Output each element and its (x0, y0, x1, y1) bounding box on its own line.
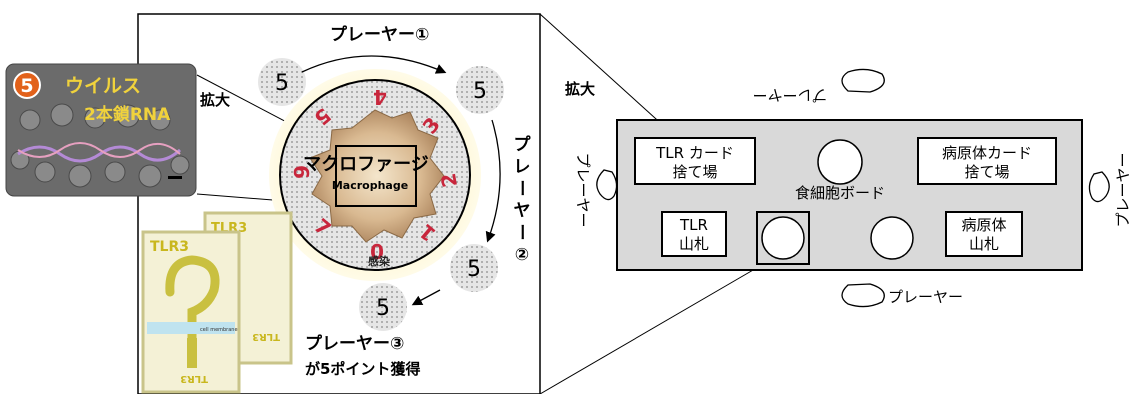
score-token-2[interactable]: 5 (456, 66, 504, 114)
svg-text:プレーヤー: プレーヤー (888, 288, 963, 306)
phagocyte-slot-left[interactable] (761, 216, 805, 260)
phagocyte-board-label: 食細胞ボード (795, 184, 885, 202)
svg-text:5: 5 (473, 79, 487, 104)
svg-text:捨て場: 捨て場 (672, 163, 717, 181)
svg-text:プレーヤー: プレーヤー (574, 152, 592, 227)
svg-text:ヤ: ヤ (514, 201, 531, 221)
svg-text:捨て場: 捨て場 (964, 163, 1009, 181)
svg-text:TLR カード: TLR カード (655, 144, 734, 162)
zoom-box-left (335, 145, 417, 207)
player3-label-line2: が5ポイント獲得 (305, 360, 420, 378)
score-token-4[interactable]: 5 (359, 283, 407, 331)
svg-text:5: 5 (376, 296, 390, 321)
bottom-player: プレーヤー (841, 283, 963, 308)
tlr3-card-front[interactable]: TLR3 cell membrane TLR3 (141, 230, 241, 394)
svg-text:山札: 山札 (969, 235, 999, 253)
zoom-connector-bottom (539, 265, 761, 394)
top-player: プレーヤー (752, 68, 885, 104)
svg-text:TLR3: TLR3 (150, 239, 189, 255)
dial-number-0: 0 (370, 239, 384, 263)
tlr-discard-pile[interactable]: TLR カード 捨て場 (634, 137, 756, 185)
svg-text:TLR: TLR (679, 216, 708, 234)
phagocyte-slot-top[interactable] (817, 139, 863, 185)
arrow-player1 (301, 55, 447, 74)
svg-text:cell membrane: cell membrane (200, 327, 238, 333)
svg-text:②: ② (515, 245, 529, 265)
pathogen-discard-pile[interactable]: 病原体カード 捨て場 (917, 137, 1057, 185)
bottom-player-marker-icon (841, 283, 885, 308)
dial-number-4: 4 (373, 85, 387, 109)
left-player-marker-icon (596, 169, 618, 201)
svg-text:ー: ー (511, 180, 531, 197)
arrow-player2 (485, 119, 501, 243)
right-player-marker-icon (1088, 171, 1110, 203)
svg-text:レ: レ (514, 157, 531, 177)
tlr-receptor-icon (165, 255, 220, 343)
zoom-box-right (756, 211, 810, 265)
cell-membrane (147, 322, 235, 334)
player3-label-line1: プレーヤー③ (305, 333, 404, 354)
top-player-marker-icon (841, 68, 885, 93)
left-player: プレーヤー (574, 152, 618, 228)
virus-card-badge (13, 71, 41, 99)
player1-label: プレーヤー① (330, 24, 429, 45)
right-panel: 拡大 プレーヤー プレーヤー プレーヤー プレーヤー TLR カード 捨て場 病… (565, 68, 1132, 308)
arrow-player3 (411, 289, 441, 306)
macrophage-body (309, 109, 445, 243)
phagocyte-slot-right[interactable] (870, 216, 914, 260)
tlr-deck[interactable]: TLR 山札 (661, 211, 727, 257)
virus-card[interactable]: 5 ウイルス 2本鎖RNA (5, 63, 197, 197)
score-token-1[interactable]: 5 (258, 58, 306, 106)
macrophage-jp-label: マクロファージ (303, 154, 429, 175)
player2-label: プ レ ー ヤ ー ② (511, 134, 532, 265)
svg-text:TLR3: TLR3 (252, 331, 280, 342)
svg-text:病原体カード: 病原体カード (942, 144, 1032, 162)
zoom-label-right: 拡大 (565, 80, 595, 98)
pathogen-deck[interactable]: 病原体 山札 (945, 211, 1023, 257)
virus-card-line2: 2本鎖RNA (84, 104, 171, 125)
virus-card-number: 5 (20, 75, 33, 97)
virus-card-line1: ウイルス (65, 75, 141, 97)
svg-text:プ: プ (514, 134, 532, 155)
score-token-3[interactable]: 5 (450, 244, 498, 292)
svg-text:山札: 山札 (679, 235, 709, 253)
macrophage-en-label: Macrophage (332, 179, 408, 192)
svg-text:5: 5 (467, 257, 481, 282)
dial-bottom-label: 感染 (368, 254, 391, 268)
dial-number-6: 6 (289, 165, 313, 179)
svg-text:TLR3: TLR3 (180, 373, 208, 384)
svg-text:プレーヤー: プレーヤー (752, 86, 827, 104)
svg-text:ー: ー (511, 224, 531, 241)
left-panel: 拡大 0 1 2 3 4 5 6 7 感染 マクロファージ Macrophage… (5, 13, 541, 394)
zoom-label-left: 拡大 (200, 91, 230, 109)
svg-text:プレーヤー: プレーヤー (1114, 152, 1132, 227)
right-player: プレーヤー (1088, 152, 1132, 228)
svg-text:病原体: 病原体 (961, 216, 1006, 234)
svg-text:5: 5 (275, 71, 289, 96)
dial-number-2: 2 (436, 171, 462, 189)
